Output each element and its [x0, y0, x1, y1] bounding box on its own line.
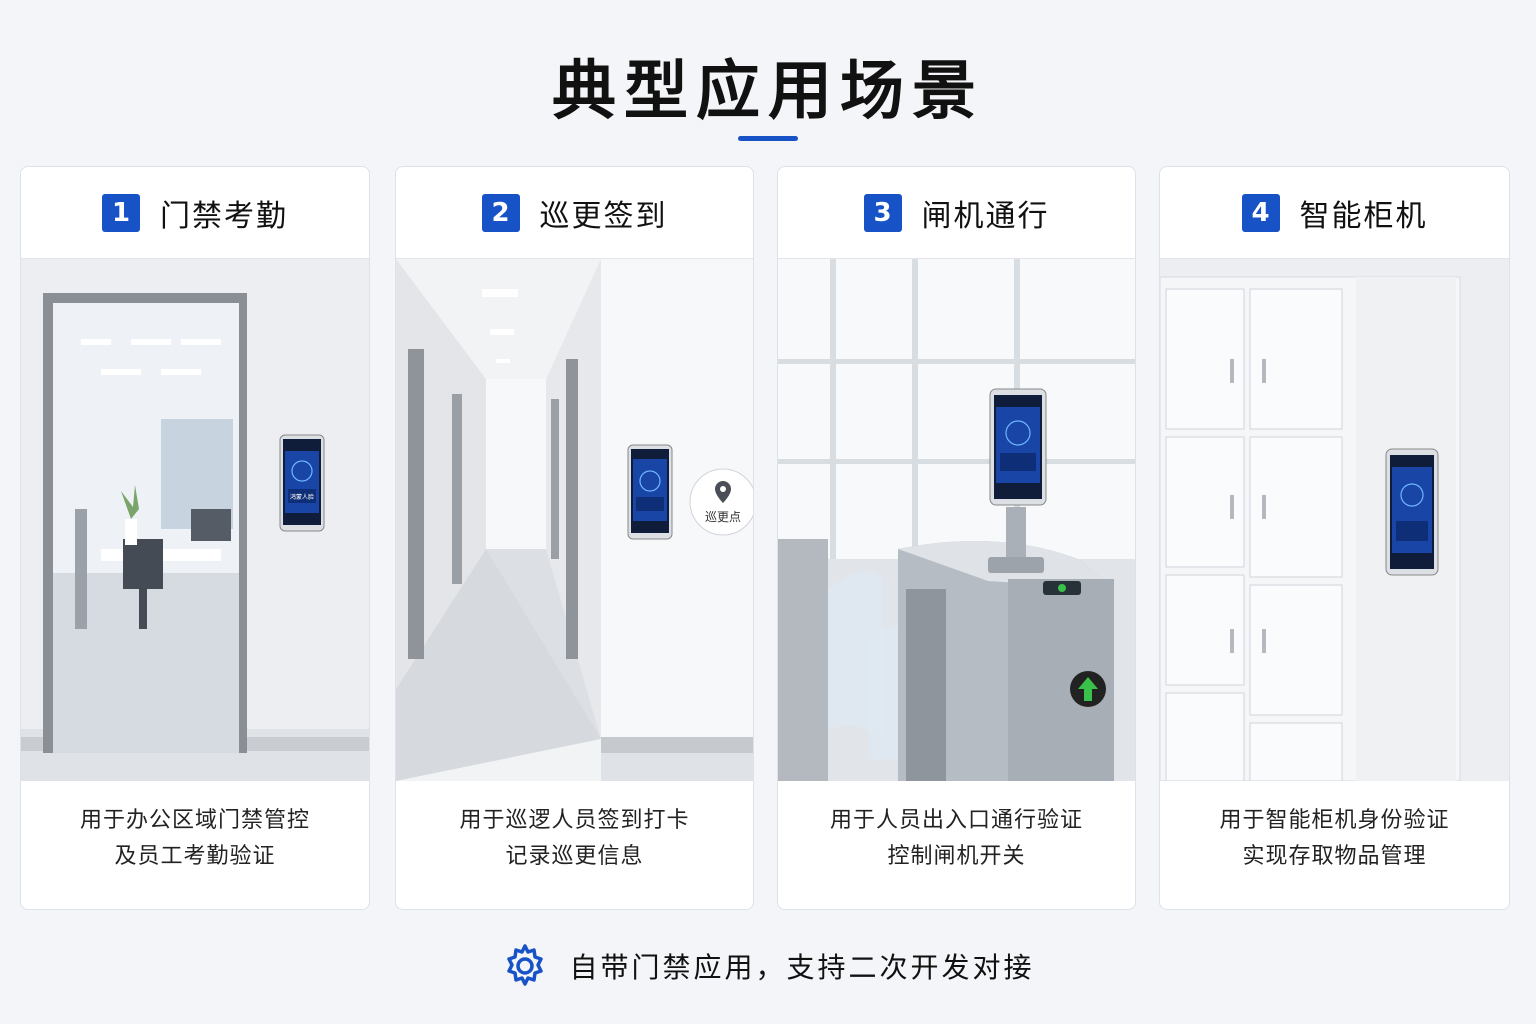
- desc-line-1: 用于办公区域门禁管控: [79, 808, 310, 833]
- page-title: 典型应用场景: [552, 55, 984, 129]
- scene-turnstile: [778, 259, 1135, 781]
- desc-line-2: 及员工考勤验证: [114, 844, 276, 869]
- device-screen-text: 鸿蒙人脸: [290, 493, 314, 501]
- gear-icon: [507, 944, 544, 986]
- scene-corridor: 巡更点: [396, 259, 753, 781]
- scene-office-door: 鸿蒙人脸: [21, 259, 369, 781]
- number-badge: 3: [863, 193, 902, 232]
- card-title: 智能柜机: [1299, 198, 1428, 234]
- card-header: 4 智能柜机: [1160, 167, 1509, 259]
- card-header: 3 闸机通行: [778, 167, 1135, 259]
- card-header: 2 巡更签到: [396, 167, 753, 259]
- desc-line-2: 实现存取物品管理: [1242, 844, 1427, 869]
- scene-locker: [1160, 259, 1509, 781]
- card-title: 门禁考勤: [160, 198, 288, 234]
- desc-line-1: 用于人员出入口通行验证: [829, 808, 1083, 833]
- card-description: 用于巡逻人员签到打卡 记录巡更信息: [396, 803, 753, 875]
- desc-line-2: 控制闸机开关: [887, 844, 1026, 869]
- card-patrol-signin: 2 巡更签到: [395, 166, 754, 910]
- title-underline: [738, 136, 798, 141]
- desc-line-1: 用于巡逻人员签到打卡: [459, 808, 690, 833]
- card-description: 用于人员出入口通行验证 控制闸机开关: [778, 803, 1135, 875]
- card-title: 巡更签到: [539, 198, 668, 234]
- desc-line-2: 记录巡更信息: [505, 844, 644, 869]
- footer-text: 自带门禁应用，支持二次开发对接: [569, 951, 1035, 984]
- card-description: 用于智能柜机身份验证 实现存取物品管理: [1160, 803, 1509, 875]
- card-smart-locker: 4 智能柜机: [1159, 166, 1510, 910]
- number-badge: 1: [102, 193, 140, 232]
- card-header: 1 门禁考勤: [21, 167, 369, 259]
- desc-line-1: 用于智能柜机身份验证: [1219, 808, 1450, 833]
- card-description: 用于办公区域门禁管控 及员工考勤验证: [21, 803, 369, 875]
- card-gate-pass: 3 闸机通行: [777, 166, 1136, 910]
- footer-note: 自带门禁应用，支持二次开发对接: [0, 938, 1536, 994]
- card-title: 闸机通行: [921, 198, 1050, 234]
- number-badge: 4: [1241, 193, 1280, 232]
- card-access-attendance: 1 门禁考勤: [20, 166, 370, 910]
- pin-label: 巡更点: [705, 510, 741, 524]
- number-badge: 2: [481, 193, 520, 232]
- arrow-up-icon: [1078, 677, 1098, 701]
